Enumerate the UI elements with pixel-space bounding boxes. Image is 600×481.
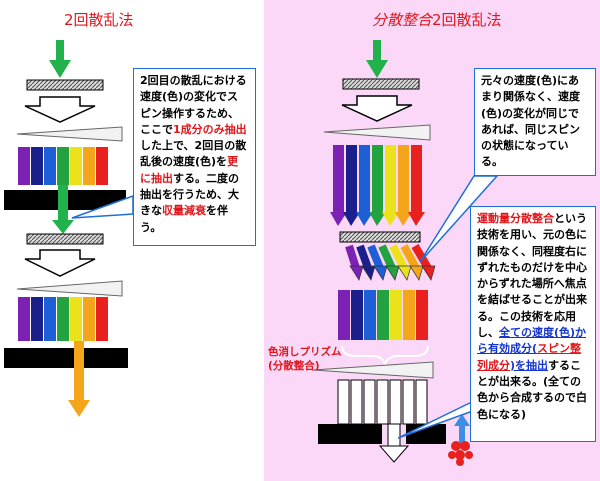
- spectrum-bars-1-left: [18, 147, 108, 185]
- prism-wedge-2-left: [16, 280, 123, 297]
- callout-text: 元々の速度(色)にあまり関係なく、速度(色)の変化が同じであれば、同じスピンの状…: [481, 74, 580, 169]
- slit-block-left-2a: [4, 348, 74, 368]
- brace-right: [341, 345, 429, 367]
- incoming-beam-arrow-right: [366, 40, 388, 78]
- selected-green-arrow-left: [52, 185, 74, 234]
- callout-highlight-blue: 全ての速度(色)から有効成分(: [477, 326, 587, 356]
- shifted-spectrum-arrows-right: [345, 243, 432, 271]
- spectrum-arrows-right: [330, 145, 425, 226]
- right-title-rest: 2回散乱法: [432, 11, 502, 29]
- achromatic-prism-label: 色消しプリズム (分散整合): [268, 346, 342, 372]
- callout-highlight-blue: )を抽出: [510, 358, 549, 372]
- spectrum-bars-2-left: [18, 297, 108, 341]
- spectrum-bars-right: [338, 290, 428, 340]
- left-callout: 2回目の散乱における速度(色)の変化でスピン操作するため、ここで1成分のみ抽出し…: [133, 68, 256, 246]
- callout-highlight: スピン整列成分: [477, 342, 582, 372]
- callout-text: することが出来る。(全ての色から合成するので白色になる): [477, 358, 587, 421]
- sample-2-left: [26, 233, 104, 245]
- callout-highlight: 収量減衰: [162, 204, 206, 218]
- shifted-arrow-heads-right: [349, 265, 436, 281]
- output-white-arrow-right: [378, 423, 410, 463]
- spin-atom-icon: [448, 414, 473, 466]
- callout-pointer-right-1: [419, 175, 499, 263]
- slit-block-left-2b: [84, 348, 128, 368]
- left-title: 2回散乱法: [64, 11, 134, 29]
- output-orange-arrow-left: [68, 341, 90, 417]
- white-bars-right: [337, 379, 428, 425]
- prism-wedge-1-right: [323, 124, 431, 141]
- callout-highlight: 運動量分散整合: [477, 212, 554, 225]
- callout-text: する。二度の抽出を行うため、大きな: [140, 171, 239, 218]
- slit-block-left-1a: [4, 190, 58, 210]
- right-title: 分散整合2回散乱法: [372, 9, 502, 30]
- prism-wedge-1-left: [16, 126, 123, 142]
- sample-1-right: [342, 78, 420, 90]
- right-title-italic: 分散整合: [372, 11, 433, 29]
- callout-text: 2回目の散乱における速度(色)の変化でスピン操作するため、ここで: [140, 74, 247, 136]
- slit-block-right-a: [318, 424, 382, 444]
- right-callout-bottom: 運動量分散整合という技術を用い、元の色に関係なく、同程度右にずれたものだけを中心…: [470, 206, 596, 442]
- right-callout-top: 元々の速度(色)にあまり関係なく、速度(色)の変化が同じであれば、同じスピンの状…: [474, 68, 596, 176]
- callout-highlight: 更に抽出: [140, 155, 239, 185]
- callout-text: した上で、2回目の散乱後の速度(色)を: [140, 139, 247, 169]
- callout-text: という技術を用い、元の色に関係なく、同程度右にずれたものだけを中心からずれた場所…: [477, 212, 587, 340]
- incoming-beam-arrow-left: [49, 40, 71, 78]
- hollow-arrow-2-left: [24, 249, 96, 277]
- callout-text: を伴う。: [140, 204, 228, 234]
- achromatic-prism-wedge: [312, 361, 434, 379]
- hollow-arrow-1-right: [341, 95, 413, 122]
- sample-2-right: [339, 231, 421, 243]
- hollow-arrow-1-left: [24, 96, 96, 123]
- callout-highlight: 1成分のみ抽出: [173, 122, 247, 136]
- sample-1-left: [26, 79, 104, 91]
